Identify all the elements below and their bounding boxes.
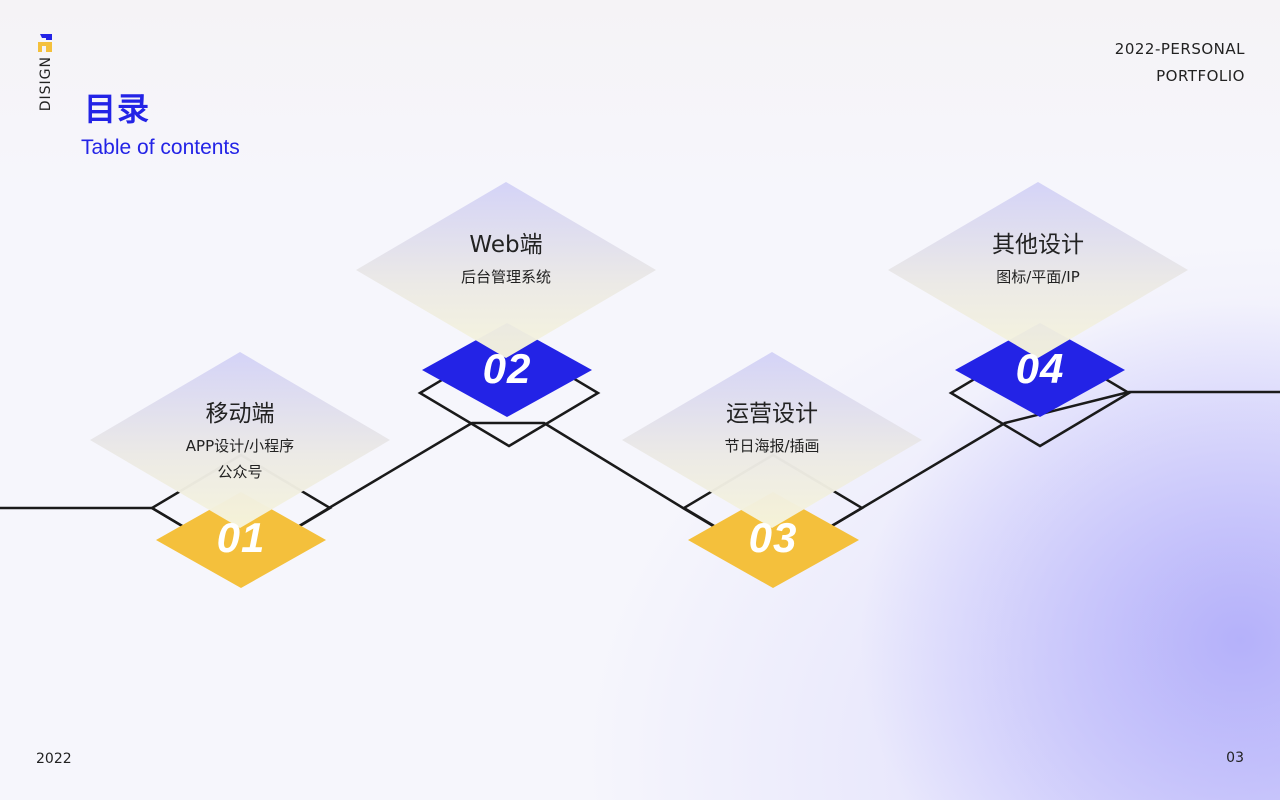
section-subtitle-03-line-1: 节日海报/插画: [724, 437, 820, 455]
number-diamond-01: [156, 492, 326, 588]
card-diamond-04: [888, 182, 1188, 358]
section-subtitle-02: 后台管理系统: [356, 264, 656, 290]
section-title-04: 其他设计: [992, 232, 1084, 258]
section-subtitle-01-line-2: 公众号: [217, 463, 263, 481]
section-subtitle-01-line-1: APP设计/小程序: [185, 437, 295, 455]
number-diamond-04: [955, 323, 1125, 417]
section-subtitle-04: 图标/平面/IP: [888, 264, 1188, 290]
section-title-02: Web端: [469, 232, 543, 258]
logo-mark-icon: [38, 34, 52, 52]
page-number: 03: [1226, 750, 1244, 766]
header-line-2: PORTFOLIO: [1156, 67, 1245, 85]
card-diamond-02: [356, 182, 656, 358]
section-number-03: 03: [748, 514, 798, 561]
card-diamond-01: [90, 352, 390, 528]
page-subtitle: Table of contents: [81, 136, 240, 159]
card-diamond-03: [622, 352, 922, 528]
header-line-1: 2022-PERSONAL: [1114, 40, 1245, 58]
section-number-02: 02: [482, 345, 532, 392]
page-title: 目录: [84, 90, 151, 128]
section-subtitle-04-line-1: 图标/平面/IP: [996, 268, 1080, 286]
section-number-01: 01: [216, 514, 266, 561]
section-subtitle-03: 节日海报/插画: [622, 433, 922, 459]
header-label: 2022-PERSONAL PORTFOLIO: [1115, 36, 1245, 90]
section-title-03: 运营设计: [726, 401, 818, 427]
section-title-01: 移动端: [205, 401, 275, 427]
section-number-04: 04: [1015, 345, 1065, 392]
footer-year: 2022: [36, 751, 72, 767]
number-diamond-03: [688, 492, 859, 588]
number-diamond-02: [422, 323, 592, 417]
section-subtitle-02-line-1: 后台管理系统: [460, 268, 551, 286]
section-subtitle-01: APP设计/小程序 公众号: [90, 433, 390, 485]
brand-logo: DISIGN: [36, 34, 56, 124]
